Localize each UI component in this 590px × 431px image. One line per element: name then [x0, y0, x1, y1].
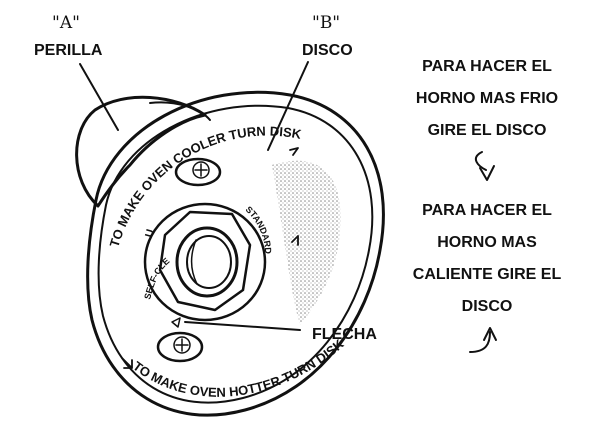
cooler-line-3: GIRE EL DISCO [428, 122, 547, 139]
dial-arrow-bottom-icon [121, 357, 133, 369]
label-disco: DISCO [302, 42, 353, 59]
disk-shading [272, 160, 341, 325]
hotter-line-1: PARA HACER EL [422, 202, 552, 219]
leader-perilla [79, 63, 119, 131]
center-hub [143, 202, 267, 322]
instructions-hotter: PARA HACER EL HORNO MAS CALIENTE GIRE EL… [413, 202, 562, 315]
label-a-quote: "A" [52, 13, 80, 33]
dial-standard-text: STANDARD [244, 204, 274, 254]
hotter-line-3: CALIENTE GIRE EL [413, 266, 562, 283]
dial-hotter-text: TO MAKE OVEN HOTTER TURN DISK [130, 336, 347, 400]
label-flecha: FLECHA [312, 326, 377, 343]
knob-mark: U [143, 228, 157, 239]
curved-arrow-up-icon [469, 327, 497, 353]
knob-a [75, 95, 211, 208]
hotter-line-2: HORNO MAS [437, 234, 537, 251]
curved-arrow-down-icon [474, 151, 495, 181]
leader-flecha [184, 321, 301, 331]
dial-arrow-hotter-icon [291, 235, 299, 246]
cooler-line-2: HORNO MAS FRIO [416, 90, 558, 107]
label-perilla: PERILLA [34, 42, 103, 59]
dial-cooler-text: TO MAKE OVEN COOLER TURN DISK [106, 124, 303, 249]
leader-disco [267, 61, 309, 151]
pointer-triangle-icon [171, 317, 181, 328]
cooler-line-1: PARA HACER EL [422, 58, 552, 75]
lower-screw-oval [156, 331, 204, 363]
instructions-cooler: PARA HACER EL HORNO MAS FRIO GIRE EL DIS… [416, 58, 558, 139]
label-b-quote: "B" [312, 13, 340, 33]
disk-b [86, 90, 385, 417]
dial-arrow-cooler-icon [289, 147, 299, 156]
upper-screw-oval [174, 157, 222, 187]
hotter-line-4: DISCO [462, 298, 513, 315]
